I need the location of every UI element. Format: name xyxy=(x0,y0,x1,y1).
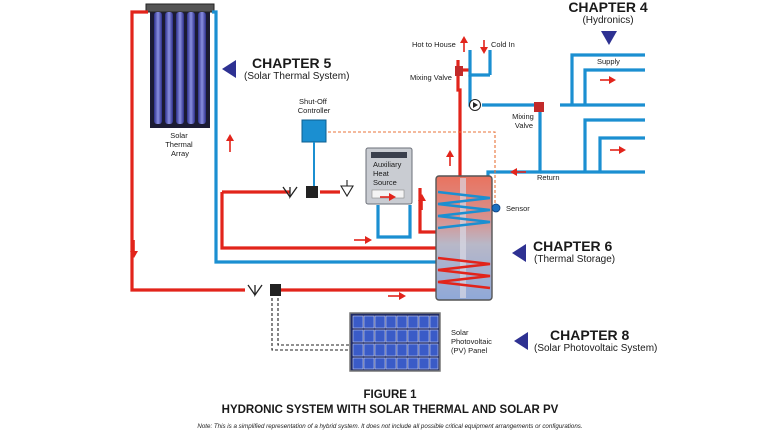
figure-title: HYDRONIC SYSTEM WITH SOLAR THERMAL AND S… xyxy=(222,404,559,416)
chapter-5-subtitle: (Solar Thermal System) xyxy=(244,71,349,82)
pv-panel xyxy=(349,312,441,372)
sensor xyxy=(491,203,501,213)
mixing-valve-1-label: Mixing Valve xyxy=(410,73,452,82)
shutoff-controller-label: Shut-Off Controller xyxy=(298,97,331,115)
chapter-4-title: CHAPTER 4 xyxy=(568,0,648,15)
thermal-storage-tank xyxy=(435,175,493,301)
sensor-label: Sensor xyxy=(506,204,530,213)
solar-thermal-array-label: Solar Thermal Array xyxy=(165,131,195,158)
mixing-valve-2-label: Mixing Valve xyxy=(512,112,536,130)
chapter-8-marker: CHAPTER 8 (Solar Photovoltaic System) xyxy=(514,327,657,354)
solar-thermal-array xyxy=(145,3,215,128)
sensor-wire xyxy=(328,131,496,206)
chapter-4-subtitle: (Hydronics) xyxy=(582,15,633,26)
auxiliary-heat-source-label: Auxiliary Heat Source xyxy=(373,160,403,187)
chapter-5-title: CHAPTER 5 xyxy=(252,55,332,71)
pressure-valve xyxy=(340,180,354,198)
mixing-valve-2 xyxy=(534,102,544,112)
mixing-valve-1 xyxy=(455,66,463,76)
circulator-pump-arrow xyxy=(473,102,478,108)
figure-note: Note: This is a simplified representatio… xyxy=(197,423,582,430)
chapter-6-subtitle: (Thermal Storage) xyxy=(534,254,615,265)
return-label: Return xyxy=(537,173,560,182)
cold-in-label: Cold In xyxy=(491,40,515,49)
check-valve-upper xyxy=(282,186,298,200)
control-wires xyxy=(271,293,350,351)
supply-label: Supply xyxy=(597,57,620,66)
auxiliary-heat-source xyxy=(365,147,413,205)
flow-arrows xyxy=(130,36,626,300)
chapter-8-subtitle: (Solar Photovoltaic System) xyxy=(534,343,657,354)
chapter-8-title: CHAPTER 8 xyxy=(550,327,630,343)
pv-panel-label: Solar Photovoltaic (PV) Panel xyxy=(451,328,494,355)
pump-left xyxy=(306,186,318,198)
shutoff-controller xyxy=(301,119,327,190)
chapter-5-marker: CHAPTER 5 (Solar Thermal System) xyxy=(222,55,349,82)
chapter-4-marker: CHAPTER 4 (Hydronics) xyxy=(568,0,648,45)
chapter-6-title: CHAPTER 6 xyxy=(533,238,613,254)
pump-lower xyxy=(270,284,281,296)
hot-to-house-label: Hot to House xyxy=(412,40,456,49)
cold-pipes xyxy=(212,10,645,264)
check-valve-lower xyxy=(247,284,263,298)
chapter-6-marker: CHAPTER 6 (Thermal Storage) xyxy=(512,238,615,265)
figure-number: FIGURE 1 xyxy=(363,389,417,401)
